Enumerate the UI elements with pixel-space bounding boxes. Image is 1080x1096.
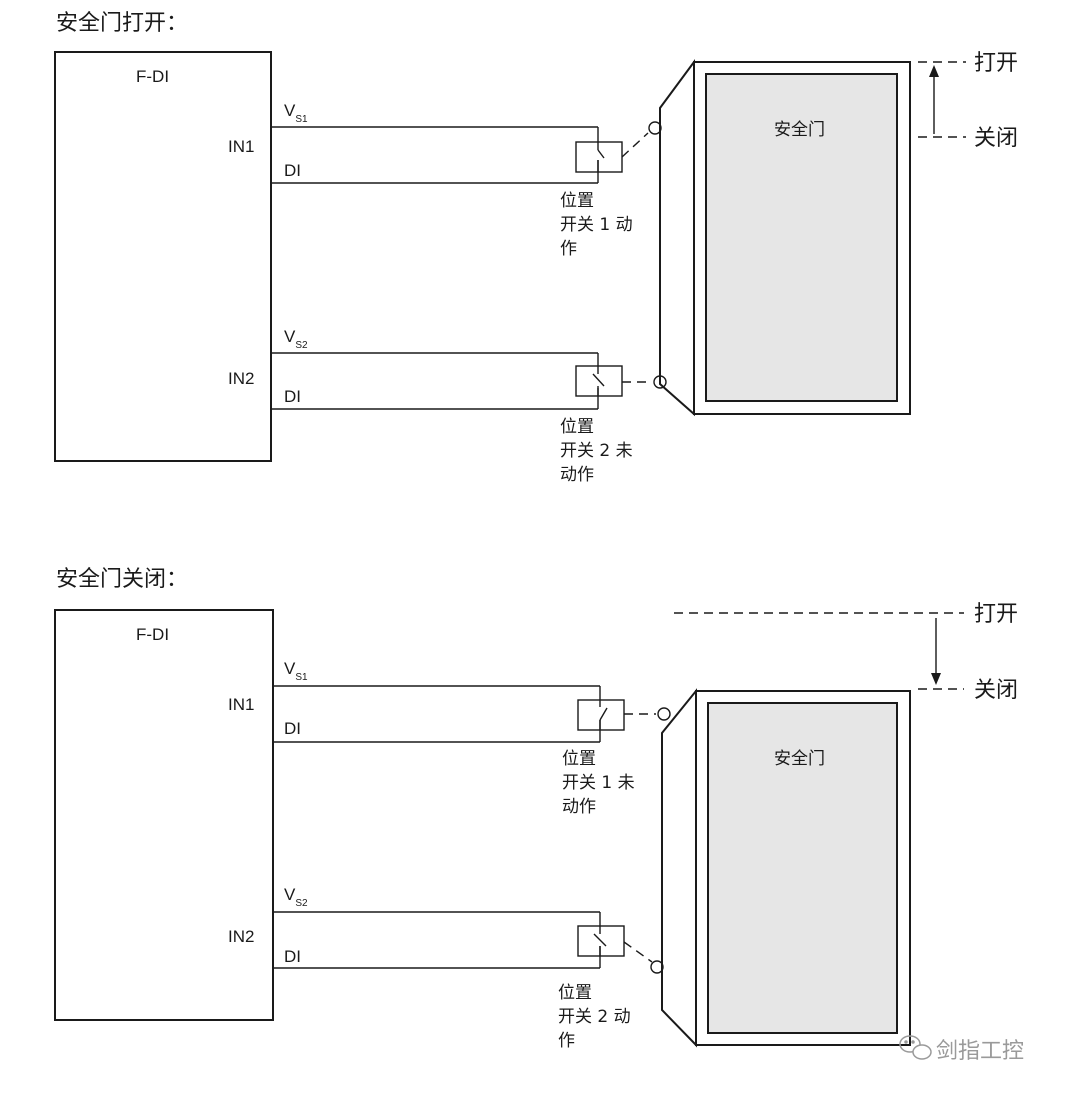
safety-door <box>661 688 911 1048</box>
section-door-closed: 安全门关闭： F-DI IN1 VS1 DI 位置 开关 1 未 动作 IN2 … <box>54 567 1018 1051</box>
position-switch-2 <box>577 925 625 957</box>
in1-label: IN1 <box>228 137 254 156</box>
actuator-link-2 <box>623 941 653 963</box>
closed-label: 关闭 <box>974 678 1018 703</box>
vs1-label: VS1 <box>284 659 308 683</box>
door-label: 安全门 <box>774 749 825 769</box>
position-switch-1 <box>577 699 625 731</box>
section-title: 安全门关闭： <box>56 567 188 592</box>
in1-label: IN1 <box>228 695 254 714</box>
watermark-text: 剑指工控 <box>936 1039 1024 1064</box>
arrow-up-icon <box>929 65 939 77</box>
open-label: 打开 <box>974 51 1018 76</box>
fdi-module-box <box>54 51 272 462</box>
section-title: 安全门打开： <box>56 11 188 36</box>
open-label: 打开 <box>974 602 1018 627</box>
position-switch-1 <box>575 141 623 173</box>
vs2-label: VS2 <box>284 885 308 909</box>
di1-label: DI <box>284 719 301 738</box>
fdi-module-box <box>54 609 274 1021</box>
module-label: F-DI <box>136 67 169 86</box>
arrow-down-icon <box>931 673 941 685</box>
position-switch-2 <box>575 365 623 397</box>
safety-door <box>659 58 911 417</box>
in2-label: IN2 <box>228 927 254 946</box>
door-label: 安全门 <box>774 120 825 140</box>
module-label: F-DI <box>136 625 169 644</box>
di2-label: DI <box>284 947 301 966</box>
in2-label: IN2 <box>228 369 254 388</box>
switch2-label: 位置 开关 2 未 动作 <box>560 417 638 485</box>
vs2-label: VS2 <box>284 327 308 351</box>
vs1-label: VS1 <box>284 101 308 125</box>
watermark: 剑指工控 <box>899 1035 1024 1064</box>
di2-label: DI <box>284 387 301 406</box>
switch2-label: 位置 开关 2 动 作 <box>558 983 636 1051</box>
closed-label: 关闭 <box>974 126 1018 151</box>
switch1-label: 位置 开关 1 未 动作 <box>562 749 640 817</box>
switch1-label: 位置 开关 1 动 作 <box>560 191 638 259</box>
di1-label: DI <box>284 161 301 180</box>
wechat-icon <box>899 1035 932 1060</box>
roller-1 <box>657 707 671 721</box>
actuator-link-1 <box>621 132 649 158</box>
section-door-open: 安全门打开： F-DI IN1 VS1 DI 位置 开关 1 动 作 IN2 V… <box>54 11 1018 485</box>
